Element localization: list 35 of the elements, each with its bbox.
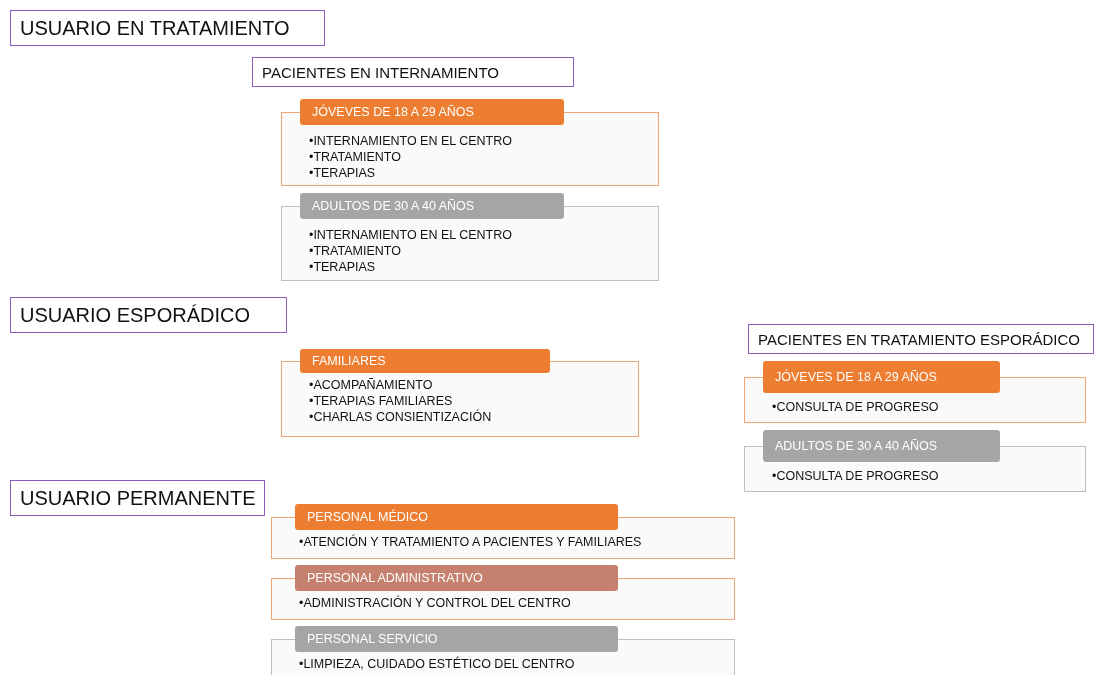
bullet-item: •TRATAMIENTO	[309, 149, 402, 165]
subsection-title: PACIENTES EN INTERNAMIENTO	[252, 57, 574, 87]
card-header: ADULTOS DE 30 A 40 AÑOS	[763, 430, 1000, 462]
info-card	[281, 193, 659, 281]
bullet-item: •TERAPIAS	[309, 165, 377, 181]
bullet-item: •TERAPIAS	[309, 259, 377, 275]
subsection-title: PACIENTES EN TRATAMIENTO ESPORÁDICO	[748, 324, 1094, 354]
bullet-item: •CONSULTA DE PROGRESO	[772, 399, 940, 415]
section-title: USUARIO EN TRATAMIENTO	[10, 10, 325, 46]
info-card	[271, 565, 735, 620]
info-card	[281, 99, 659, 186]
card-header: PERSONAL ADMINISTRATIVO	[295, 565, 618, 591]
bullet-item: •INTERNAMIENTO EN EL CENTRO	[309, 227, 513, 243]
section-title: USUARIO PERMANENTE	[10, 480, 265, 516]
info-card	[271, 626, 735, 675]
card-header: JÓVEVES DE 18 A 29 AÑOS	[300, 99, 564, 125]
bullet-item: •CONSULTA DE PROGRESO	[772, 468, 940, 484]
card-header: JÓVEVES DE 18 A 29 AÑOS	[763, 361, 1000, 393]
info-card	[271, 504, 735, 559]
bullet-item: •TERAPIAS FAMILIARES	[309, 393, 454, 409]
info-card	[744, 430, 1086, 492]
bullet-item: •LIMPIEZA, CUIDADO ESTÉTICO DEL CENTRO	[299, 656, 576, 672]
info-card	[281, 349, 639, 437]
bullet-item: •INTERNAMIENTO EN EL CENTRO	[309, 133, 513, 149]
info-card	[744, 361, 1086, 423]
card-header: FAMILIARES	[300, 349, 550, 373]
bullet-item: •TRATAMIENTO	[309, 243, 402, 259]
section-title: USUARIO ESPORÁDICO	[10, 297, 287, 333]
bullet-item: •ATENCIÓN Y TRATAMIENTO A PACIENTES Y FAMILIARES	[299, 534, 643, 550]
card-header: PERSONAL SERVICIO	[295, 626, 618, 652]
bullet-item: •ACOMPAÑAMIENTO	[309, 377, 434, 393]
bullet-item: •ADMINISTRACIÓN Y CONTROL DEL CENTRO	[299, 595, 572, 611]
bullet-item: •CHARLAS CONSIENTIZACIÓN	[309, 409, 493, 425]
card-header: ADULTOS DE 30 A 40 AÑOS	[300, 193, 564, 219]
card-header: PERSONAL MÉDICO	[295, 504, 618, 530]
